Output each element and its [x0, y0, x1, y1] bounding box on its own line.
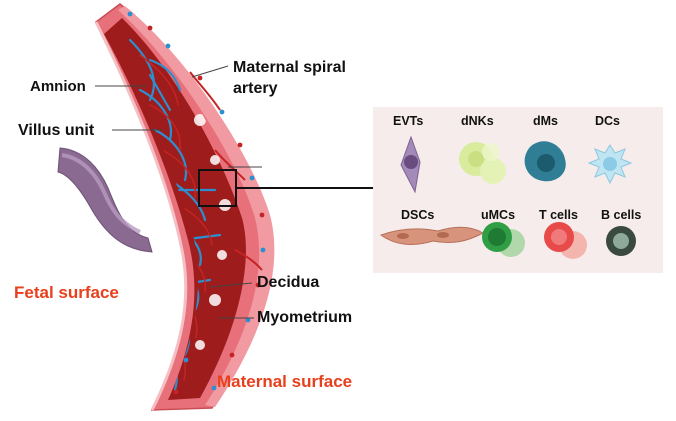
label-fetal-surface: Fetal surface [14, 283, 119, 302]
cell-label-dscs: DSCs [401, 208, 435, 222]
label-maternal-surface: Maternal surface [217, 372, 353, 391]
dc-cell-icon [587, 144, 633, 185]
label-maternal-spiral-artery: Maternal spiral artery [233, 59, 346, 97]
spiral-artery-leader [191, 65, 229, 78]
spiral-artery-2 [214, 149, 246, 181]
cell-label-dcs: DCs [595, 114, 621, 128]
spiral-artery-1 [189, 71, 221, 111]
spiral-artery-3 [234, 249, 263, 271]
amnion-membrane [94, 21, 188, 411]
cell-label-dnks: dNKs [461, 114, 494, 128]
cell-label-evts: EVTs [393, 114, 424, 128]
t-cell-icon [544, 222, 587, 259]
label-decidua: Decidua [257, 274, 320, 291]
b-cell-icon [606, 226, 636, 256]
decidua-leader [209, 282, 253, 288]
dsc-cell-icon [379, 226, 485, 245]
cell-illustrations [379, 135, 636, 259]
umbilical-cord [57, 147, 153, 253]
umbilical-cord-highlight [61, 153, 141, 234]
label-villus-unit: Villus unit [18, 122, 95, 139]
cell-label-t-cells: T cells [539, 208, 578, 222]
cell-label-dms: dMs [533, 114, 558, 128]
umc-cell-icon [482, 222, 525, 257]
label-amnion: Amnion [30, 78, 86, 95]
villus-region [104, 18, 246, 400]
cell-label-b-cells: B cells [601, 208, 642, 222]
label-myometrium: Myometrium [257, 309, 353, 326]
myometrium-layer [118, 6, 275, 407]
maternal-cells [127, 11, 266, 395]
dm-cell-icon [524, 141, 566, 182]
cell-label-umcs: uMCs [481, 208, 516, 222]
evt-cell-icon [400, 135, 421, 194]
dnk-cell-icon [459, 142, 506, 184]
immune-cell-panel: EVTs dNKs dMs DCs DSCs uMCs T cells B ce… [373, 107, 663, 273]
